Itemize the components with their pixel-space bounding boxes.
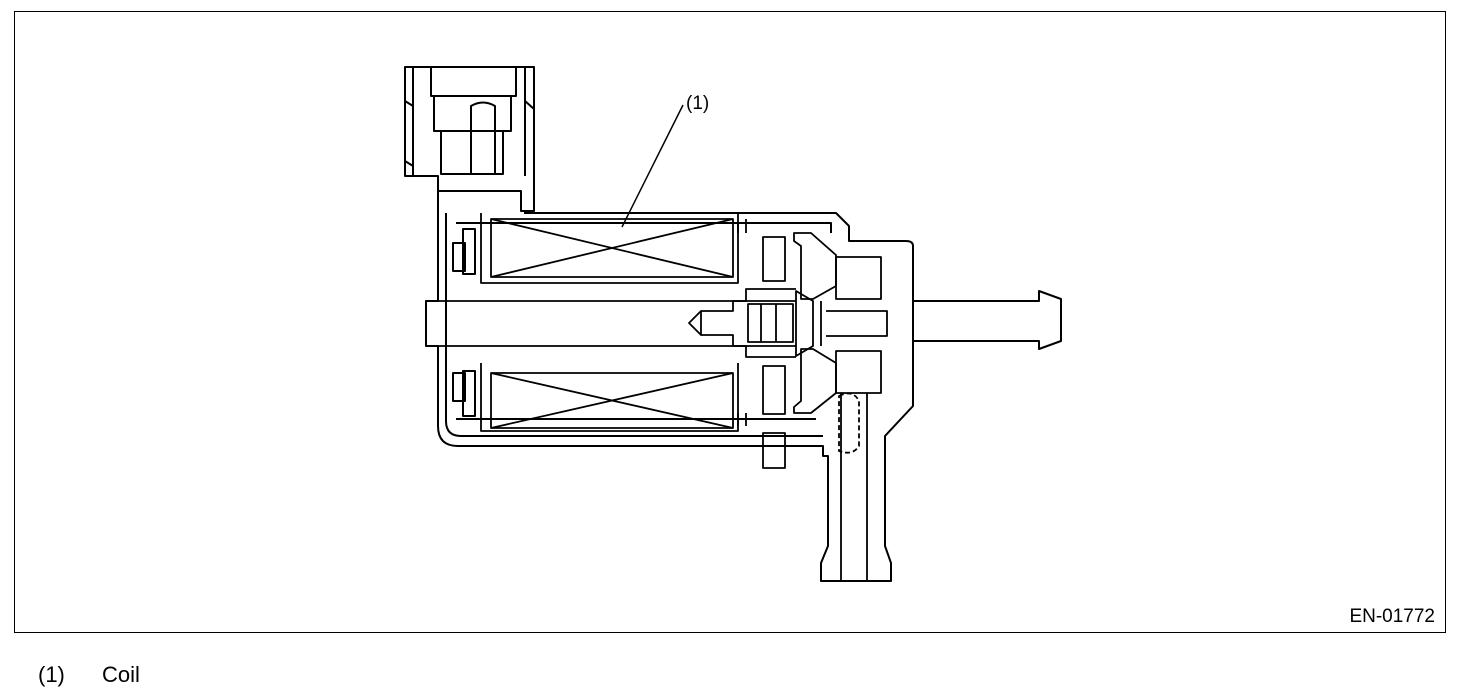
legend-number: (1) — [38, 662, 65, 687]
callout-number: (1) — [686, 93, 710, 114]
coil-lower — [480, 363, 747, 432]
solenoid-valve-drawing — [404, 66, 1062, 582]
legend-item: (1) Coil — [38, 662, 140, 688]
figure-frame: (1) EN-01772 — [14, 11, 1446, 633]
callout-leader — [621, 104, 684, 228]
end-tabs — [452, 228, 476, 417]
housing — [425, 191, 1062, 582]
outlet-tube — [838, 392, 868, 581]
connector — [404, 66, 535, 212]
plunger — [438, 288, 888, 358]
coil-upper — [480, 213, 747, 284]
valve-parts — [762, 232, 882, 469]
legend-label: Coil — [102, 662, 140, 687]
figure-code: EN-01772 — [1349, 606, 1435, 627]
